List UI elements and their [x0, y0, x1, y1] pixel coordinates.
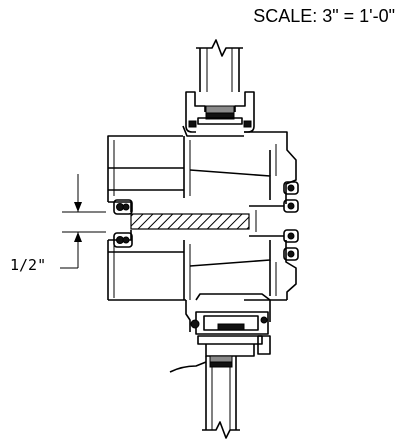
infill-panel — [108, 201, 284, 241]
dimension-lines — [60, 174, 106, 269]
scale-label: SCALE: 3" = 1'-0" — [253, 6, 395, 26]
upper-glazing-bead — [185, 91, 255, 133]
dimension-label: 1/2" — [10, 256, 47, 274]
left-gaskets — [113, 199, 133, 248]
lower-glass-unit — [202, 355, 240, 439]
right-gaskets — [283, 181, 299, 261]
main-frame — [107, 125, 297, 301]
lower-sash — [169, 293, 271, 373]
upper-glass-unit — [196, 39, 243, 92]
